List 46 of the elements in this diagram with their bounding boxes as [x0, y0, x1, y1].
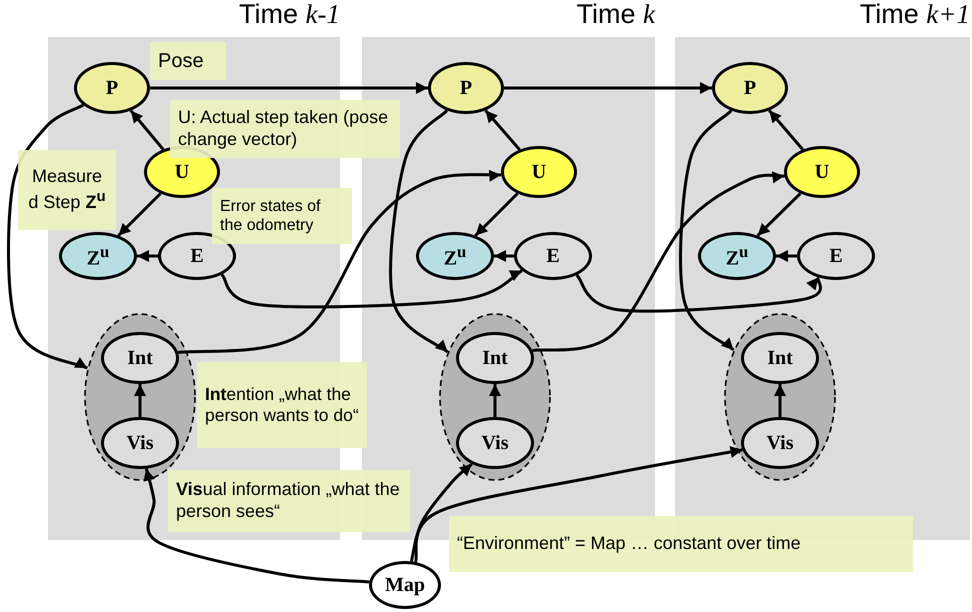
- variable-ellipse: P: [428, 62, 504, 114]
- arrow: [414, 446, 743, 562]
- arrow: [137, 250, 158, 262]
- variable-ellipse: U: [784, 146, 860, 198]
- annotation-note: Error states of the odometry: [212, 188, 352, 244]
- variable-ellipse: P: [74, 62, 150, 114]
- annotation-note: “Environment” = Map … constant over time: [449, 516, 913, 572]
- variable-ellipse: U: [501, 146, 577, 198]
- arrow: [776, 250, 797, 262]
- arrow: [389, 109, 449, 354]
- arrow: [474, 192, 519, 237]
- variable-ellipse: Z$^{u}$: [416, 232, 494, 280]
- arrow: [220, 269, 523, 308]
- variable-ellipse: Z$^{u}$: [698, 232, 776, 280]
- arrow: [484, 109, 521, 151]
- arrow: [756, 192, 802, 237]
- arrow: [117, 192, 162, 237]
- arrow: [134, 384, 146, 417]
- annotation-note: U: Actual step taken (pose change vector): [170, 100, 400, 158]
- arrow: [774, 384, 786, 417]
- arrow: [7, 104, 88, 370]
- arrow: [150, 82, 428, 94]
- arrow: [178, 169, 502, 354]
- time-slice-heading: Time k+1: [860, 0, 970, 30]
- variable-ellipse: E: [797, 232, 875, 280]
- arrow: [504, 82, 712, 94]
- arrow: [410, 462, 473, 562]
- annotation-note: Measure d Step Z$^{u}$: [18, 150, 116, 230]
- arrow: [679, 110, 735, 352]
- time-slice-heading: Time k: [576, 0, 655, 30]
- time-slice-heading: Time k-1: [239, 0, 340, 30]
- arrow: [576, 274, 822, 313]
- arrow: [130, 110, 164, 150]
- annotation-note: Pose: [150, 42, 226, 80]
- arrow: [144, 468, 370, 584]
- variable-ellipse: Map: [369, 561, 441, 609]
- arrow: [494, 250, 514, 262]
- arrow: [768, 109, 804, 151]
- variable-ellipse: E: [514, 232, 592, 280]
- annotation-note: Intention „what the person wants to do“: [197, 362, 367, 448]
- annotation-note: Visual information „what the person sees“: [168, 470, 410, 532]
- arrow: [532, 170, 784, 352]
- variable-ellipse: Z$^{u}$: [59, 232, 137, 280]
- variable-ellipse: E: [158, 232, 236, 280]
- arrow: [489, 384, 501, 417]
- variable-ellipse: P: [712, 62, 788, 114]
